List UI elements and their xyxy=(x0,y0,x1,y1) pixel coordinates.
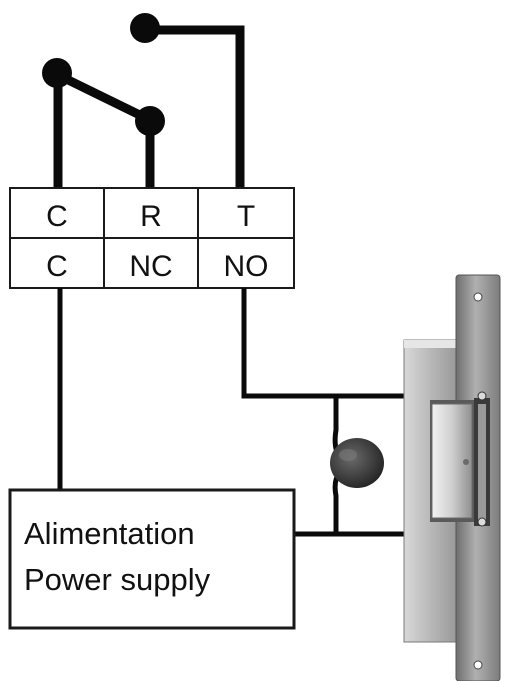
varistor xyxy=(330,438,384,488)
terminal-top-c: C xyxy=(46,200,68,233)
load-wiring xyxy=(57,288,408,537)
power-supply-box: Alimentation Power supply xyxy=(8,488,296,630)
contact-nc-dot xyxy=(135,106,165,136)
power-supply-label-line1: Alimentation xyxy=(24,516,195,551)
faceplate-screw-hole-bottom xyxy=(473,660,483,670)
electric-strike xyxy=(403,274,501,681)
faceplate-screw-hole-top xyxy=(473,292,483,302)
terminal-block: C R T C NC NO xyxy=(9,187,295,289)
terminal-bottom-nc: NC xyxy=(129,250,172,283)
wire-no-up xyxy=(140,25,245,195)
power-supply-label-line2: Power supply xyxy=(24,562,211,597)
contact-no-dot xyxy=(130,13,160,43)
keeper-pivot-bottom xyxy=(477,517,487,527)
terminal-bottom-c: C xyxy=(46,250,68,283)
terminal-bottom-no: NO xyxy=(224,250,269,283)
relay-contacts xyxy=(53,25,245,195)
switch-blade xyxy=(53,70,155,125)
terminal-top-t: T xyxy=(237,200,255,233)
terminal-top-r: R xyxy=(140,200,162,233)
keeper-pivot-top xyxy=(477,391,487,401)
wire-no-to-strike xyxy=(241,288,408,399)
contact-common-dot xyxy=(42,58,72,88)
